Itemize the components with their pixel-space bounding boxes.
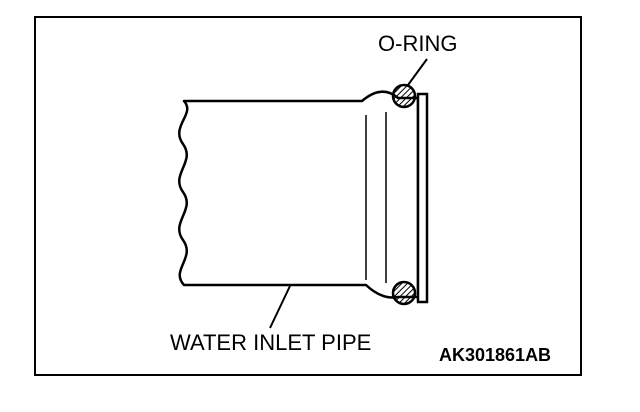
o-ring-leader-line	[407, 58, 428, 86]
pipe-flange	[416, 92, 429, 304]
pipe-outline	[178, 90, 420, 299]
o-ring-label: O-RING	[378, 31, 458, 56]
figure-code-label: AK301861AB	[439, 345, 552, 365]
o-ring-top-section	[391, 83, 417, 109]
o-ring-bottom-section	[391, 280, 417, 306]
pipe-leader-line	[269, 285, 291, 329]
water-inlet-pipe-label: WATER INLET PIPE	[170, 330, 372, 355]
